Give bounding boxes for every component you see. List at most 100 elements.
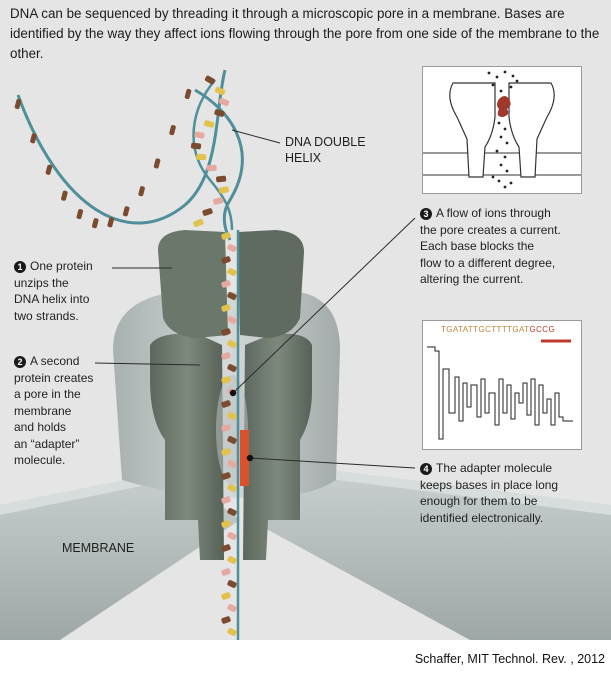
- dna-base: [227, 436, 237, 444]
- dna-base: [190, 142, 202, 150]
- dna-base: [221, 544, 231, 552]
- label-line: unzips the: [14, 275, 69, 290]
- dna-base: [107, 217, 114, 228]
- label-line: and holds: [14, 420, 67, 434]
- adapter-marker: [246, 454, 254, 462]
- inset-current-trace: TGATATTGCTTTTGATGCCG: [422, 320, 582, 450]
- dna-base: [218, 97, 230, 107]
- dna-base: [214, 109, 225, 117]
- dna-base: [227, 532, 237, 540]
- label-text: A second: [30, 354, 80, 368]
- label-line: DNA DOUBLE: [285, 135, 366, 149]
- step-number-4: 4: [420, 463, 432, 475]
- figure-panel: DNA can be sequenced by threading it thr…: [0, 0, 611, 640]
- label-line: an “adapter”: [14, 436, 80, 451]
- image-credit: Schaffer, MIT Technol. Rev. , 2012: [414, 652, 605, 666]
- dna-base: [221, 424, 231, 432]
- inset-pore-cross-section: [422, 66, 582, 194]
- dna-base: [213, 197, 224, 205]
- label-line: flow to a different degree,: [420, 255, 556, 270]
- dna-base: [184, 88, 192, 100]
- label-line: protein creates: [14, 370, 94, 385]
- label-line: 3 A flow of ions through: [420, 205, 561, 222]
- label-dna-double-helix: DNA DOUBLE HELIX: [285, 134, 366, 166]
- dna-base: [227, 268, 237, 276]
- dna-base: [227, 628, 237, 636]
- dna-base: [227, 412, 237, 420]
- intro-text: DNA can be sequenced by threading it thr…: [10, 6, 600, 61]
- dna-base: [218, 186, 229, 194]
- label-line: membrane: [14, 403, 72, 418]
- dna-base: [61, 190, 68, 201]
- label-step-3: 3 A flow of ions through the pore creates…: [420, 205, 561, 288]
- dna-base: [138, 186, 145, 197]
- dna-base: [221, 304, 231, 312]
- label-text: The adapter molecule: [436, 461, 553, 475]
- dna-base: [204, 120, 215, 128]
- step-number-1: 1: [14, 261, 26, 273]
- dna-base: [221, 352, 231, 360]
- dna-sequence: TGATATTGCTTTTGATGCCG: [441, 325, 555, 334]
- dna-base: [227, 484, 237, 492]
- dna-base: [122, 206, 130, 217]
- dna-base: [194, 131, 205, 139]
- dna-base: [153, 158, 161, 169]
- label-text: A flow of ions through: [436, 206, 551, 220]
- label-line: enough for them to be: [420, 494, 538, 508]
- label-line: 4 The adapter molecule: [420, 460, 558, 477]
- label-line: molecule.: [14, 453, 66, 467]
- dna-base: [227, 508, 237, 516]
- dna-base: [204, 75, 216, 85]
- step-number-2: 2: [14, 356, 26, 368]
- dna-base: [92, 218, 99, 229]
- label-line: Each base blocks the: [420, 239, 535, 253]
- dna-base: [169, 125, 176, 136]
- dna-base: [227, 316, 237, 324]
- label-line: a pore in the: [14, 387, 81, 401]
- label-line: the pore creates a current.: [420, 222, 561, 237]
- dna-base: [214, 86, 226, 96]
- dna-base: [193, 218, 204, 228]
- dna-base: [227, 340, 237, 348]
- dna-base: [221, 448, 231, 456]
- dna-base: [221, 568, 231, 576]
- dna-base: [221, 496, 231, 504]
- dna-base: [227, 244, 237, 252]
- sequence-main: TGATATTGCTTTTGAT: [441, 325, 530, 334]
- leader-lines: [94, 129, 416, 469]
- dna-base: [227, 580, 237, 588]
- dna-base: [221, 400, 231, 408]
- dna-base: [221, 232, 231, 240]
- dna-base: [221, 616, 231, 624]
- dna-double-helix: [16, 69, 244, 640]
- step-number-3: 3: [420, 208, 432, 220]
- label-line: 2 A second: [14, 353, 93, 370]
- dna-base: [45, 164, 53, 175]
- dna-base: [227, 364, 237, 372]
- dna-base: [14, 98, 22, 110]
- dna-base: [227, 604, 237, 612]
- label-line: two strands.: [14, 308, 79, 323]
- dna-base: [216, 175, 227, 183]
- unzipping-protein: [158, 230, 304, 338]
- adapter-molecule: [240, 430, 249, 486]
- label-line: altering the current.: [420, 272, 524, 286]
- sequence-highlight: GCCG: [529, 325, 556, 334]
- dna-base: [196, 153, 207, 161]
- dna-base: [221, 376, 231, 384]
- dna-base: [206, 164, 217, 172]
- dna-base: [221, 592, 231, 600]
- dna-bases: [14, 75, 237, 636]
- dna-base: [202, 208, 213, 216]
- label-membrane: MEMBRANE: [62, 541, 135, 555]
- dna-base: [221, 256, 231, 264]
- label-text: One protein: [30, 259, 93, 273]
- label-line: 1 One protein: [14, 258, 93, 275]
- dna-base: [76, 209, 84, 220]
- dna-base: [227, 460, 237, 468]
- dna-base: [227, 556, 237, 564]
- dna-base: [30, 133, 37, 144]
